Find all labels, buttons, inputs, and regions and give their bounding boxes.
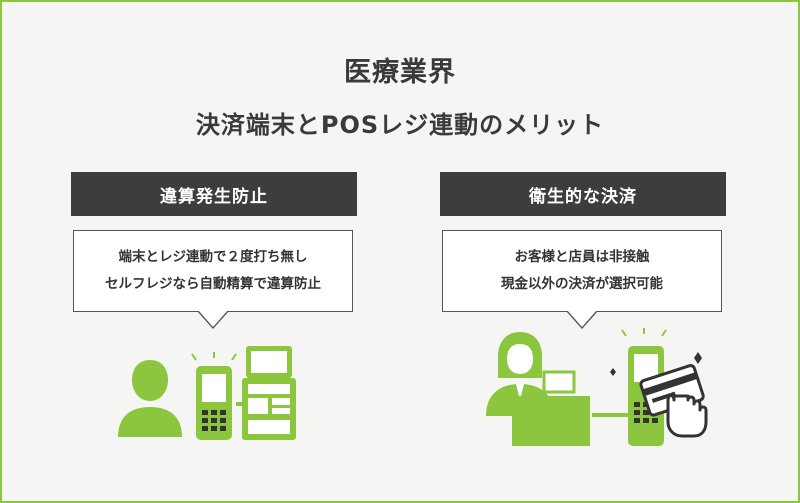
panel-header-hygienic-payment: 衛生的な決済 <box>440 172 726 216</box>
speech-bubble-hygienic-payment: お客様と店員は非接触 現金以外の決済が選択可能 <box>442 230 722 312</box>
bubble-tail-fill <box>198 310 228 327</box>
customer-person-icon <box>118 360 182 437</box>
payment-terminal-icon <box>191 352 237 440</box>
speech-bubble-error-prevention: 端末とレジ連動で２度打ち無し セルフレジなら自動精算で違算防止 <box>73 230 353 312</box>
page-subtitle: 決済端末とPOSレジ連動のメリット <box>195 111 605 139</box>
bubble-tail-fill <box>567 310 597 327</box>
connection-line <box>592 413 628 417</box>
payment-terminal-with-card-icon <box>610 328 708 446</box>
bubble-line: 現金以外の決済が選択可能 <box>501 276 663 292</box>
bubble-line: お客様と店員は非接触 <box>514 249 650 265</box>
cash-register-icon <box>512 370 590 446</box>
self-checkout-kiosk-icon <box>242 346 296 440</box>
bubble-line: セルフレジなら自動精算で違算防止 <box>105 276 321 292</box>
panel-header-error-prevention: 違算発生防止 <box>71 172 357 216</box>
page-title: 医療業界 <box>344 57 456 88</box>
bubble-line: 端末とレジ連動で２度打ち無し <box>118 249 308 265</box>
